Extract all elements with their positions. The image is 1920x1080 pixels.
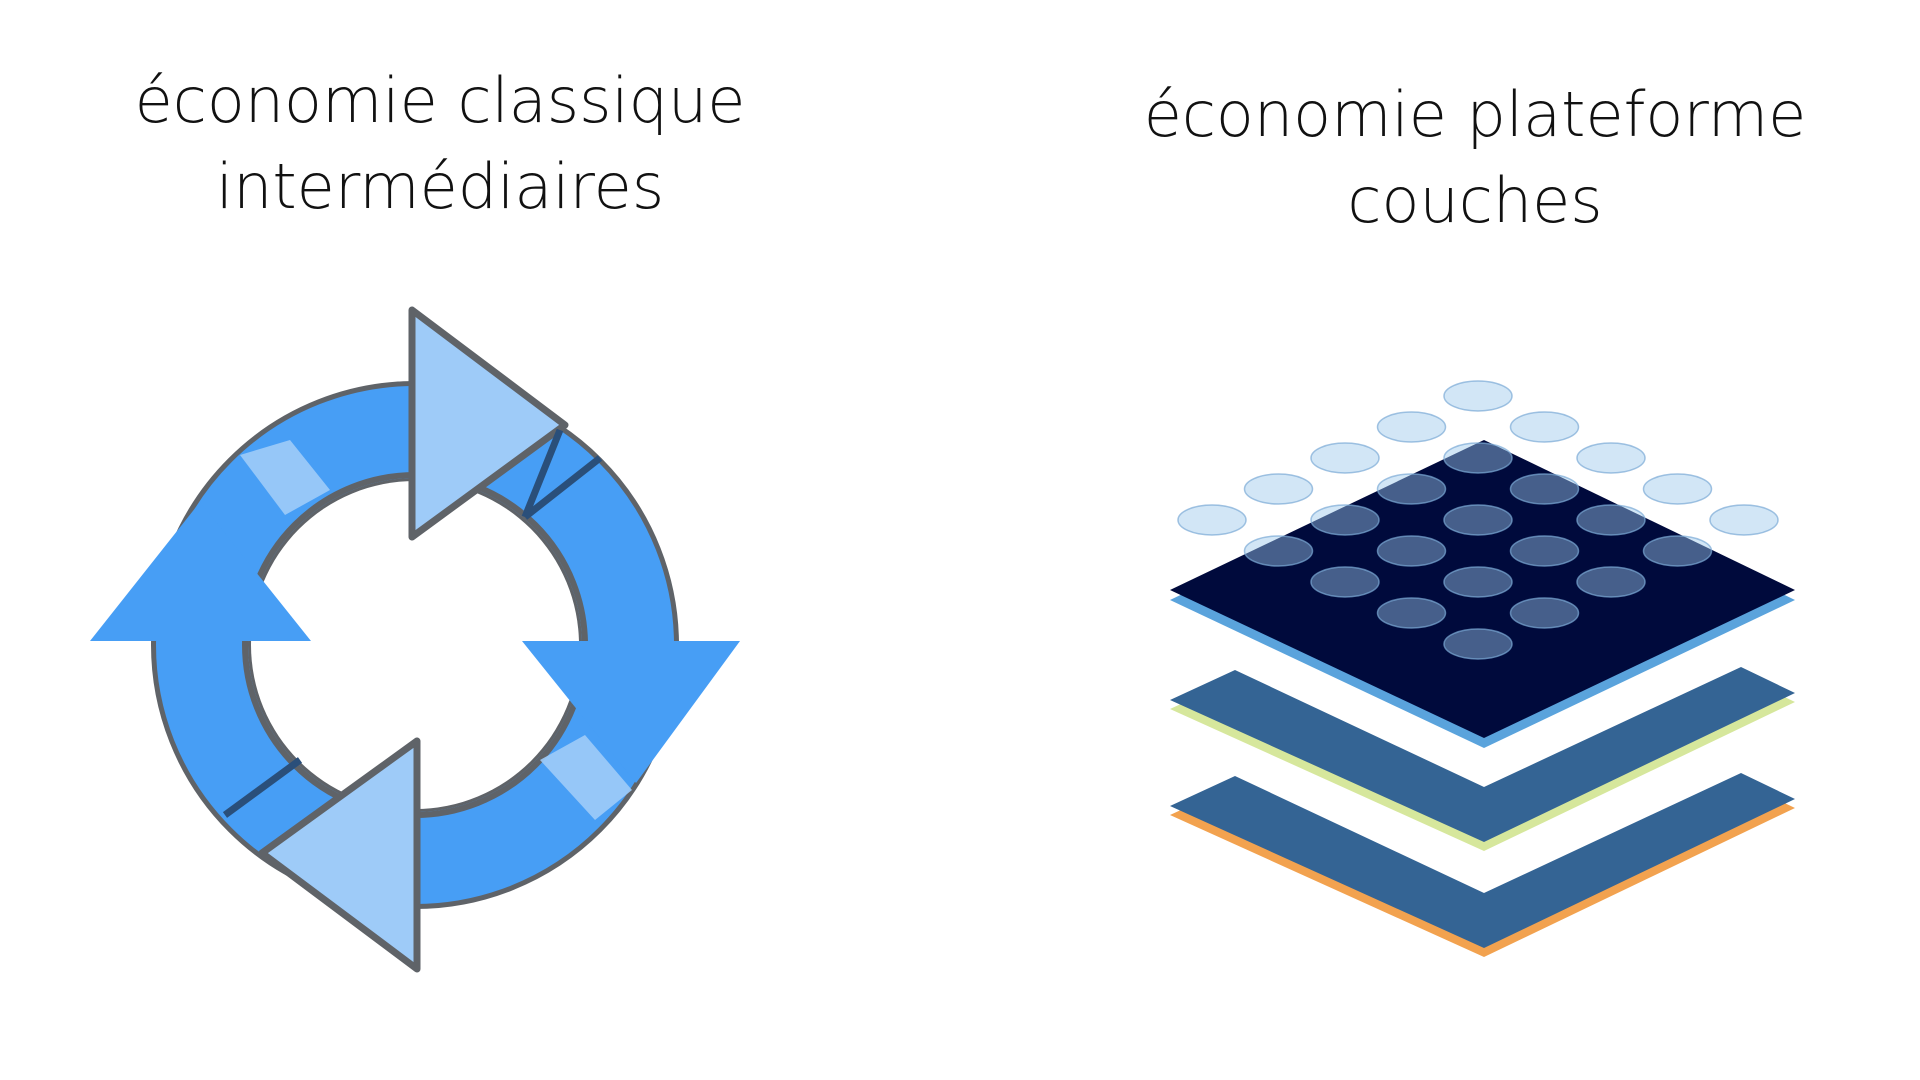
- cycle-separator-top: [521, 428, 564, 519]
- grid-dot: [1443, 380, 1513, 412]
- grid-dot: [1310, 566, 1380, 598]
- grid-dot: [1642, 473, 1713, 505]
- cycle-center: [251, 481, 579, 809]
- arrowhead-right: [522, 641, 740, 783]
- grid-dot: [1576, 442, 1646, 474]
- grid-dot: [1310, 504, 1380, 536]
- grid-dot: [1243, 535, 1314, 567]
- arrowhead-left: [90, 502, 311, 641]
- top-layer: [1170, 440, 1795, 738]
- arrowhead-bottom: [258, 737, 421, 973]
- cycle-arrows-icon: [90, 306, 740, 973]
- grid-dot: [1509, 597, 1580, 629]
- grid-dot: [1443, 628, 1513, 660]
- grid-dot: [1576, 566, 1646, 598]
- grid-dot: [1509, 535, 1580, 567]
- left-heading-line1: économie classique: [134, 64, 746, 137]
- grid-dot: [1177, 504, 1247, 536]
- grid-dot: [1443, 504, 1513, 536]
- grid-dot: [1642, 535, 1713, 567]
- right-heading: économie plateforme couches: [1095, 72, 1855, 244]
- cycle-highlight-right: [540, 735, 632, 820]
- grid-dot: [1376, 535, 1447, 567]
- grid-dot: [1443, 442, 1513, 474]
- grid-dot: [1709, 504, 1779, 536]
- layer-stack-icon: [1170, 380, 1795, 957]
- cycle-highlight-left: [240, 440, 330, 515]
- grid-dot: [1376, 473, 1447, 505]
- left-heading: économie classique intermédiaires: [60, 58, 820, 230]
- arrowhead-top: [408, 306, 569, 541]
- grid-dot: [1576, 504, 1646, 536]
- middle-layer: [1170, 667, 1795, 842]
- right-heading-line1: économie plateforme: [1143, 78, 1807, 151]
- cycle-separator-top-b: [522, 455, 603, 520]
- cycle-separator-bottom: [222, 757, 303, 818]
- bottom-layer: [1170, 773, 1795, 948]
- left-heading-line2: intermédiaires: [215, 150, 665, 223]
- dot-grid: [1177, 380, 1779, 660]
- grid-dot: [1443, 566, 1513, 598]
- right-heading-line2: couches: [1347, 164, 1603, 237]
- grid-dot: [1509, 473, 1580, 505]
- grid-dot: [1509, 411, 1580, 443]
- grid-dot: [1376, 597, 1447, 629]
- grid-dot: [1376, 411, 1447, 443]
- grid-dot: [1310, 442, 1380, 474]
- grid-dot: [1243, 473, 1314, 505]
